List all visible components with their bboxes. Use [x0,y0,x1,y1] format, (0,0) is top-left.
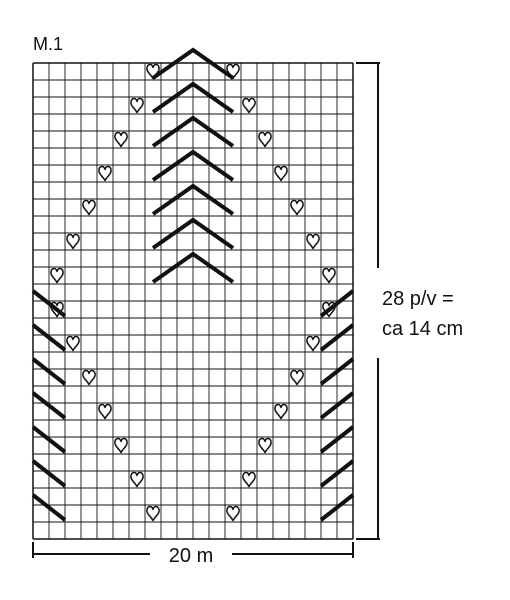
heart-symbol [114,131,128,148]
width-label: 20 m [169,545,213,567]
heart-symbol [130,471,144,488]
diagonal-bar-symbol [319,289,355,318]
heart-symbol [258,131,272,148]
heart-symbol [322,267,336,284]
diagonal-bar-symbol [319,425,355,454]
diagonal-bar-symbol [31,425,67,454]
height-label-line1: 28 p/v = [382,288,454,310]
diagonal-bar-symbol [31,357,67,386]
chevron-symbol [151,217,235,250]
diagonal-bar-symbol [31,493,67,522]
chart-grid [32,62,354,540]
diagonal-bar-symbol [31,289,67,318]
chevron-symbol [151,47,235,80]
heart-symbol [290,369,304,386]
diagonal-bar-symbol [319,323,355,352]
diagonal-bar-symbol [319,357,355,386]
diagonal-bar-symbol [319,391,355,420]
heart-symbol [226,505,240,522]
chevron-symbol [151,81,235,114]
heart-symbol [242,97,256,114]
diagonal-bar-symbol [319,459,355,488]
chevron-symbol [151,115,235,148]
diagonal-bar-symbol [31,323,67,352]
heart-symbol [82,369,96,386]
chart-symbols [31,47,355,522]
heart-symbol [98,165,112,182]
chevron-symbol [151,183,235,216]
diagonal-bar-symbol [31,391,67,420]
heart-symbol [98,403,112,420]
heart-symbol [66,335,80,352]
heart-symbol [146,63,160,80]
height-label-line2: ca 14 cm [382,318,463,340]
heart-symbol [114,437,128,454]
heart-symbol [130,97,144,114]
heart-symbol [274,165,288,182]
diagonal-bar-symbol [319,493,355,522]
heart-symbol [146,505,160,522]
diagonal-bar-symbol [31,459,67,488]
heart-symbol [306,233,320,250]
heart-symbol [82,199,96,216]
heart-symbol [274,403,288,420]
dimension-markers [32,62,380,558]
heart-symbol [290,199,304,216]
heart-symbol [306,335,320,352]
chart-title: M.1 [33,34,64,54]
heart-symbol [66,233,80,250]
heart-symbol [258,437,272,454]
chevron-symbol [151,149,235,182]
chevron-symbol [151,251,235,284]
heart-symbol [242,471,256,488]
heart-symbol [226,63,240,80]
heart-symbol [50,267,64,284]
